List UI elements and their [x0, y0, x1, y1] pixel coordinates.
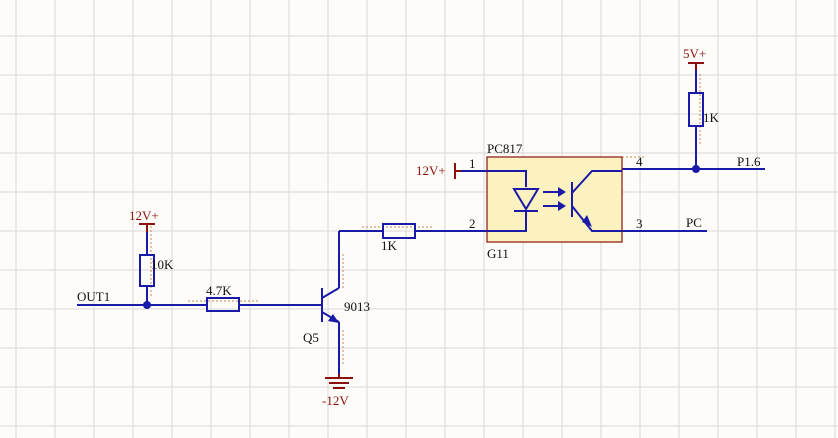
power-label-12v-left: 12V+: [129, 208, 159, 223]
pin-label-2: 2: [469, 216, 476, 231]
optocoupler-pc817: [486, 156, 623, 243]
opto-body: [486, 156, 623, 243]
opto-photo-collector: [571, 170, 622, 194]
power-label-5v: 5V+: [683, 46, 706, 61]
net-label-pc: PC: [686, 215, 702, 230]
label-q5: Q5: [303, 330, 319, 345]
ground-neg12v: [325, 374, 353, 389]
label-9013: 9013: [344, 299, 370, 314]
junction-out1: [143, 301, 151, 309]
transistor-collector-leg: [321, 287, 340, 299]
pin-label-4: 4: [636, 154, 643, 169]
label-g11: G11: [487, 246, 509, 261]
opto-emitter-arrowhead: [582, 215, 592, 227]
power-5v: [688, 62, 704, 70]
label-pc817: PC817: [487, 141, 523, 156]
power-label-12v-opto: 12V+: [416, 163, 446, 178]
transistor-emitter-arrow: [328, 314, 339, 323]
opto-internal: [487, 170, 622, 232]
label-r1k-pullup: 1K: [703, 110, 720, 125]
opto-led-triangle: [512, 188, 540, 211]
opto-arrowhead-2: [558, 201, 566, 211]
junction-p16: [692, 165, 700, 173]
opto-arrowhead-1: [558, 187, 566, 197]
power-12v-opto: [454, 163, 461, 179]
net-label-out1: OUT1: [77, 289, 110, 304]
power-label-neg12v: -12V: [322, 393, 349, 408]
pin-label-3: 3: [636, 216, 643, 231]
resistor-10k: [139, 254, 155, 287]
power-12v-left: [139, 223, 155, 232]
label-r4k7: 4.7K: [206, 283, 232, 298]
pin-label-1: 1: [469, 156, 476, 171]
resistor-4k7: [206, 297, 240, 312]
wires: [77, 63, 765, 374]
opto-led-cathode-wire: [487, 211, 527, 232]
opto-photo-emitter: [571, 205, 622, 232]
opto-led-anode-wire: [487, 170, 527, 187]
resistor-1k-pullup: [688, 92, 704, 127]
net-label-p16: P1.6: [737, 154, 761, 169]
label-r1k-base: 1K: [381, 238, 398, 253]
resistor-1k-base: [382, 223, 416, 239]
label-r10k: 10K: [151, 257, 174, 272]
transistor-q5: [321, 287, 340, 330]
